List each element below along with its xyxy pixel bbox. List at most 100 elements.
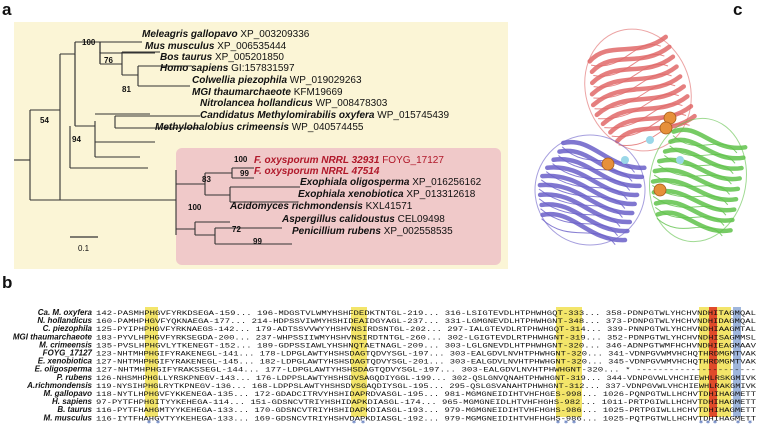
panel-label-a: a: [2, 0, 12, 19]
scale-bar-label: 0.1: [78, 244, 90, 253]
protein-structure: [534, 28, 748, 246]
alignment-species-name: N. hollandicus: [37, 316, 92, 325]
bootstrap-value: 99: [253, 237, 262, 246]
taxon-label: Exophiala oligosperma XP_016256162: [300, 177, 482, 188]
taxon-species: Acidomyces richmondensis: [229, 201, 363, 212]
alignment-species-name: FOYG_17127: [43, 349, 93, 358]
alignment-sequence: 126-NHSMHPHGLLYRSKPNEGV-143... 176-LDPPS…: [96, 375, 756, 382]
taxon-label: F. oxysporum NRRL 47514: [254, 166, 380, 177]
ribbon-diagram: [534, 28, 748, 246]
taxon-label: Acidomyces richmondensis KXL41571: [229, 201, 413, 212]
bootstrap-value: 83: [202, 175, 211, 184]
protein-chain: [584, 28, 697, 152]
conserved-star: *: [706, 419, 710, 428]
conserved-star: *: [156, 419, 160, 428]
ligand-sphere: [601, 157, 615, 171]
protein-chain: [649, 117, 748, 243]
taxon-species: Exophiala xenobiotica: [298, 189, 404, 200]
taxon-label: MGI thaumarchaeote KFM19669: [192, 87, 343, 98]
taxon-label: Aspergillus calidoustus CEL09498: [281, 214, 445, 225]
taxon-species: Aspergillus calidoustus: [281, 214, 395, 225]
taxon-accession: CEL09498: [395, 214, 445, 225]
alignment-species-name: M. gallopavo: [44, 389, 93, 398]
ligand-sphere: [653, 183, 667, 197]
bootstrap-value: 81: [122, 85, 131, 94]
taxon-label: Mus musculus XP_006535444: [145, 41, 287, 52]
alignment-species-name: E. xenobiotica: [38, 357, 93, 366]
taxon-label: Homo sapiens GI:157831597: [160, 63, 295, 74]
taxon-species: F. oxysporum NRRL 32931: [254, 155, 380, 166]
taxon-species: Exophiala oligosperma: [300, 177, 410, 188]
taxon-species: Meleagris gallopavo: [142, 29, 238, 40]
alignment-species-name: MGI thaumarchaeote: [13, 332, 93, 341]
alignment-sequence: 127-NHTMHPHGIFYRAKSSEGL-144... 177-LDPGL…: [96, 367, 756, 374]
bootstrap-value: 76: [104, 56, 113, 65]
conserved-star: *: [748, 419, 752, 428]
fungal-clade-highlight: [176, 148, 501, 265]
bootstrap-value: 54: [40, 116, 49, 125]
taxon-species: Candidatus Methylomirabilis oxyfera: [200, 110, 375, 121]
taxon-label: F. oxysporum NRRL 32931 FOYG_17127: [254, 155, 444, 166]
conserved-star: *: [564, 419, 568, 428]
conserved-star: *: [736, 419, 740, 428]
alignment-species-name: E. oligosperma: [35, 365, 93, 374]
tree-branches: [14, 41, 300, 245]
taxon-species: Methylohalobius crimeensis: [155, 122, 289, 133]
taxon-label: Penicillium rubens XP_002558535: [292, 226, 453, 237]
conserved-star: *: [699, 419, 703, 428]
taxon-label: Nitrolancea hollandicus WP_008478303: [200, 98, 388, 109]
conserved-star: *: [556, 419, 560, 428]
alignment-species-name: H. sapiens: [52, 397, 93, 406]
taxon-species: MGI thaumarchaeote: [192, 87, 291, 98]
conserved-star: *: [147, 419, 151, 428]
taxon-species: Penicillium rubens: [292, 226, 381, 237]
conserved-residue-stars: ************: [147, 419, 752, 428]
alignment-species-name: M. musculus: [44, 413, 93, 422]
taxon-label: Bos taurus XP_005201850: [160, 52, 284, 63]
conserved-star: *: [352, 419, 356, 428]
taxon-label: Methylohalobius crimeensis WP_040574455: [155, 122, 364, 133]
taxon-accession: XP_005201850: [212, 52, 284, 63]
ligand-sphere: [659, 121, 673, 135]
bootstrap-value: 100: [234, 155, 248, 164]
bootstrap-value: 100: [188, 203, 202, 212]
alignment-sequence: 116-IYTFHAHGVTYYKEHEGA-133... 169-GDSNCV…: [96, 415, 756, 422]
alignment-species-name: Ca. M. oxyfera: [38, 308, 93, 317]
taxon-accession: WP_019029263: [287, 75, 362, 86]
alignment-highlights: [145, 307, 741, 417]
bootstrap-value: 100: [82, 38, 96, 47]
conserved-star: *: [572, 419, 576, 428]
taxon-accession: XP_013312618: [404, 189, 476, 200]
taxon-accession: GI:157831597: [228, 63, 295, 74]
taxon-label: Exophiala xenobiotica XP_013312618: [298, 189, 476, 200]
taxon-species: F. oxysporum NRRL 47514: [254, 166, 380, 177]
alignment-species-name: P. rubens: [57, 373, 93, 382]
taxon-label: Candidatus Methylomirabilis oxyfera WP_0…: [200, 110, 449, 121]
bootstrap-value: 94: [72, 135, 81, 144]
alignment-species-name: A.richmondensis: [26, 381, 92, 390]
protein-chain: [534, 134, 647, 246]
alignment-sequence: 118-NYTLHPHGVFYKKENEGA-135... 172-GDADCI…: [96, 391, 756, 398]
conserved-star: *: [713, 419, 717, 428]
taxon-species: Mus musculus: [145, 41, 215, 52]
taxon-accession: WP_015745439: [375, 110, 450, 121]
alignment-species-name: B. taurus: [57, 405, 92, 414]
alignment-sequence: 142-PASMHPHGVFYRKDSEGA-159... 196-MDGSTV…: [96, 310, 756, 317]
panel-label-b: b: [2, 273, 13, 292]
taxon-accession: KXL41571: [363, 201, 413, 212]
taxon-species: Homo sapiens: [160, 63, 229, 74]
alignment-species-name: M. crimeensis: [39, 340, 92, 349]
alignment-sequence: 123-NHTMHPHGIFYRAKENEGL-141... 178-LDPGL…: [96, 351, 756, 358]
alignment-sequence: 183-PYVLHPHGVFYRKSEGDA-200... 237-WHPSSI…: [96, 334, 756, 341]
phylogenetic-tree: 0.1 Meleagris gallopavo XP_003209336Mus …: [14, 22, 508, 269]
ion-sphere: [676, 156, 684, 164]
alignment-sequence: 127-NHTMHPHGIFYRAKENEGL-145... 182-LDPGL…: [96, 359, 756, 366]
taxon-accession: FOYG_17127: [379, 155, 444, 166]
conserved-star: *: [361, 419, 365, 428]
ion-sphere: [621, 156, 629, 164]
bootstrap-value: 99: [240, 169, 249, 178]
taxon-accession: XP_002558535: [381, 226, 453, 237]
